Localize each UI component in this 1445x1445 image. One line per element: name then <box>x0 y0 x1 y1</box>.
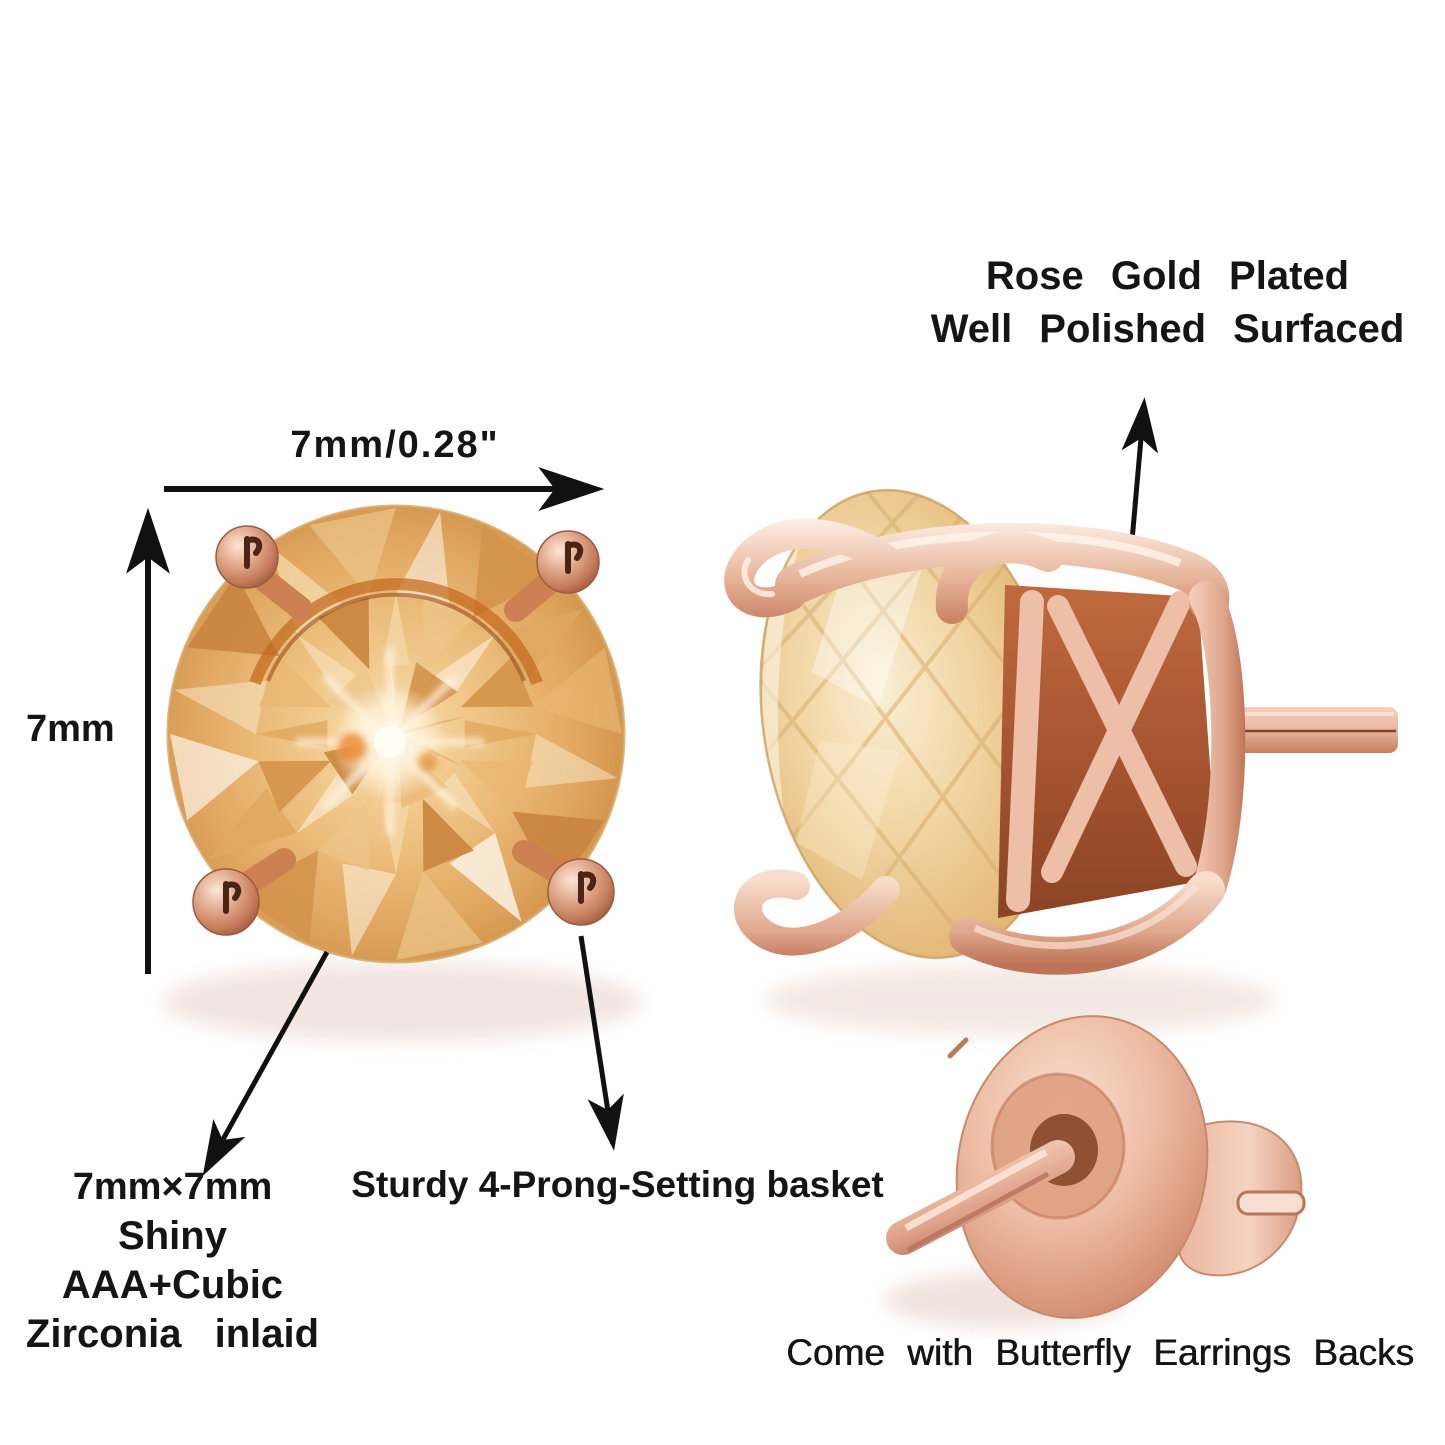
butterfly-back <box>886 1015 1306 1319</box>
facet <box>460 760 534 812</box>
stone-girdle <box>166 504 626 964</box>
facet <box>236 850 319 943</box>
arrow-to-basket-label <box>578 935 624 1151</box>
facet <box>434 772 496 833</box>
disc-notch <box>947 1037 969 1059</box>
arrow-to-stone-label <box>202 950 330 1177</box>
facet <box>525 734 618 788</box>
basket-side <box>724 518 1246 975</box>
facet <box>422 798 474 872</box>
basket-right-edge <box>1189 581 1246 905</box>
prong-ball <box>536 530 600 594</box>
wing-slot <box>1236 1190 1306 1216</box>
prong-ball <box>215 525 279 589</box>
plating-label-line1: Rose Gold Plated <box>985 254 1350 298</box>
front-stud-earring <box>166 504 626 964</box>
soft-shadows <box>162 962 1275 1328</box>
facet <box>422 596 474 670</box>
dimension-lines <box>126 467 605 974</box>
setting-reflection-arc <box>249 578 543 686</box>
earring-post <box>1230 707 1398 753</box>
width-dimension-label: 7mm/0.28" <box>290 424 500 466</box>
prongs-front <box>192 525 615 936</box>
height-dimension-label: 7mm <box>26 708 115 750</box>
facet <box>342 863 396 956</box>
basket-bottom-rail <box>949 871 1225 975</box>
stone-quality-line: Shiny AAA+Cubic <box>61 1214 284 1307</box>
facet <box>187 574 280 657</box>
stone-size-line: 7mm×7mm <box>72 1166 273 1208</box>
facet <box>318 798 370 872</box>
basket-lattice <box>1006 590 1197 912</box>
facet <box>318 596 370 670</box>
basket-label: Sturdy 4-Prong-Setting basket <box>351 1164 884 1205</box>
facet <box>258 656 332 708</box>
stone-material-label: 7mm×7mm Shiny AAA+Cubic Zirconia inlaid <box>0 1163 345 1359</box>
facet <box>382 593 410 666</box>
plating-label: Rose Gold Plated Well Polished Surfaced <box>890 250 1445 356</box>
side-view-earring <box>724 465 1398 975</box>
side-prongs <box>724 518 1064 956</box>
stone-side <box>738 465 1092 962</box>
backs-label: Come with Butterfly Earrings Backs <box>786 1332 1414 1373</box>
facet <box>449 833 522 922</box>
facet <box>473 525 556 618</box>
plating-label-line2: Well Polished Surfaced <box>930 307 1405 351</box>
facet <box>258 760 332 812</box>
setting-reflection-arc-inner <box>266 592 526 682</box>
butterfly-post <box>886 1140 1075 1255</box>
stone-inlay-line: Zirconia inlaid <box>25 1312 320 1356</box>
stone-facets <box>170 508 622 960</box>
facet <box>174 680 267 734</box>
facet <box>460 656 534 708</box>
annotation-arrows <box>202 397 1159 1177</box>
facet <box>495 608 584 681</box>
facet <box>396 871 483 960</box>
facet <box>296 635 358 696</box>
facet <box>208 787 297 860</box>
facet <box>533 647 622 734</box>
prong-ball <box>192 868 260 936</box>
facet <box>512 811 605 894</box>
facet <box>309 508 396 597</box>
prong-ball <box>547 858 615 926</box>
arrow-to-plating-label <box>1121 397 1159 542</box>
center-sparkle <box>296 648 484 836</box>
facet <box>170 734 259 821</box>
